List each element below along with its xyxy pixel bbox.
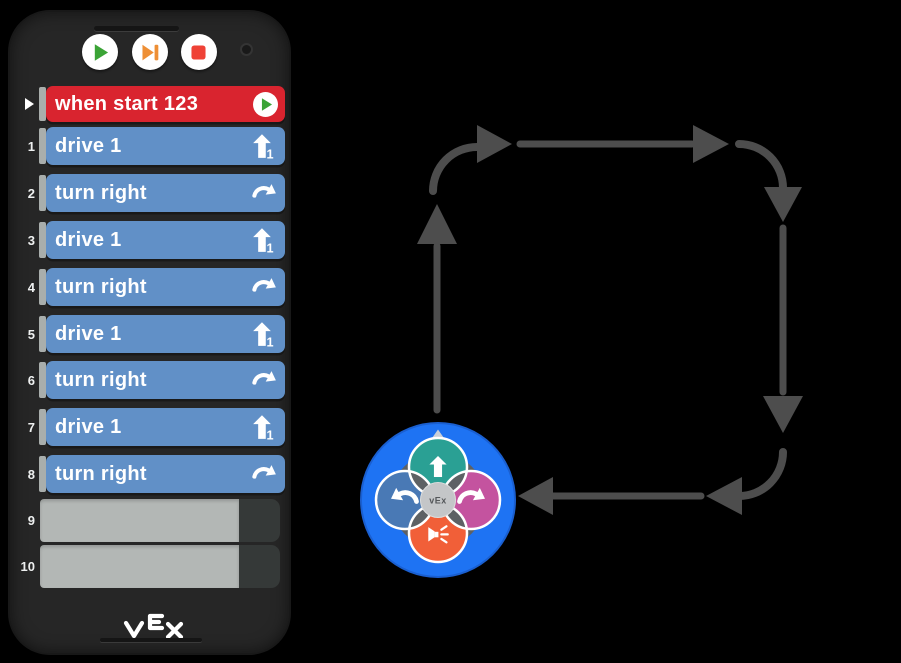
row-number: 8 — [27, 466, 35, 482]
block-label: turn right — [55, 181, 147, 204]
drive-block[interactable]: drive 1 — [46, 221, 285, 259]
status-led — [240, 43, 253, 56]
row-number: 3 — [27, 232, 35, 248]
stop-button[interactable] — [180, 34, 217, 70]
drive-block[interactable]: drive 1 — [46, 408, 285, 446]
program-row-4: 4 turn right — [10, 268, 293, 306]
block-label: drive 1 — [55, 322, 122, 345]
drive-right-arrow — [516, 125, 729, 163]
step-icon — [137, 40, 162, 65]
turn-right-block[interactable]: turn right — [46, 268, 285, 306]
current-row-indicator-icon — [25, 98, 34, 110]
row-number: 5 — [27, 326, 35, 342]
vex-logo — [123, 613, 184, 640]
row-number: 4 — [27, 279, 35, 295]
block-slot-tab — [39, 362, 46, 398]
drive-block[interactable]: drive 1 — [46, 127, 285, 165]
program-row-9: 9 — [10, 499, 293, 542]
block-slot-tab — [39, 175, 46, 211]
empty-block-slot[interactable] — [40, 545, 239, 588]
robot-vex-logo: vEx — [429, 496, 447, 506]
block-label: drive 1 — [55, 228, 122, 251]
block-slot-tab — [39, 409, 46, 445]
speaker-slot — [94, 26, 179, 31]
turn-left-arrow-bottom-right — [706, 448, 787, 515]
turn-right-icon — [251, 367, 278, 394]
block-slot-tab — [39, 128, 46, 164]
turn-right-block[interactable]: turn right — [46, 174, 285, 212]
turn-right-icon — [251, 274, 278, 301]
block-slot-tab — [39, 316, 46, 352]
turn-right-arrow-top-left — [429, 125, 512, 195]
robot-center-button[interactable] — [420, 482, 456, 518]
row-number: 9 — [27, 513, 35, 528]
block-label: drive 1 — [55, 415, 122, 438]
program-row-1: 1 drive 1 — [10, 127, 293, 165]
block-slot-tab — [39, 87, 46, 121]
row-number: 2 — [27, 185, 35, 201]
drive-down-arrow — [763, 224, 803, 433]
row-number: 10 — [20, 559, 35, 574]
when-start-block[interactable]: when start 123 — [46, 86, 285, 122]
block-label: drive 1 — [55, 134, 122, 157]
vex-123-robot[interactable]: vEx — [360, 422, 516, 578]
turn-right-icon — [251, 180, 278, 207]
turn-down-arrow-top-right — [735, 140, 802, 222]
program-row-6: 6 turn right — [10, 361, 293, 399]
row-number: 7 — [27, 419, 35, 435]
program-row-3: 3 drive 1 — [10, 221, 293, 259]
speaker-slot — [100, 638, 202, 642]
program-row-8: 8 turn right — [10, 455, 293, 493]
play-icon — [87, 40, 112, 65]
block-label: when start 123 — [55, 92, 199, 115]
block-label: turn right — [55, 275, 147, 298]
program-row-10: 10 — [10, 545, 293, 588]
drive-left-arrow — [518, 477, 705, 515]
block-label: turn right — [55, 462, 147, 485]
step-button[interactable] — [131, 34, 168, 70]
turn-right-block[interactable]: turn right — [46, 455, 285, 493]
drive-1-icon — [251, 133, 278, 160]
robot-path — [417, 125, 803, 515]
block-slot-tab — [39, 456, 46, 492]
drive-block[interactable]: drive 1 — [46, 315, 285, 353]
drive-1-icon — [251, 414, 278, 441]
block-slot-tab — [39, 222, 46, 258]
drive-up-arrow — [417, 204, 457, 414]
program-row-2: 2 turn right — [10, 174, 293, 212]
play-circle-icon — [253, 91, 278, 117]
empty-block-slot[interactable] — [40, 499, 239, 542]
vex-coder-device: when start 123 1 drive 1 2 turn right 3 … — [8, 10, 291, 655]
empty-slot-recess — [239, 545, 280, 588]
stop-icon — [186, 40, 211, 65]
turn-right-block[interactable]: turn right — [46, 361, 285, 399]
block-slot-tab — [39, 269, 46, 305]
turn-right-icon — [251, 461, 278, 488]
drive-1-icon — [251, 321, 278, 348]
start-button[interactable] — [81, 34, 118, 70]
row-number: 6 — [27, 372, 35, 388]
drive-1-icon — [251, 227, 278, 254]
program-row-5: 5 drive 1 — [10, 315, 293, 353]
program-header-row: when start 123 — [10, 86, 293, 122]
program-row-7: 7 drive 1 — [10, 408, 293, 446]
row-number: 1 — [27, 138, 35, 154]
empty-slot-recess — [239, 499, 280, 542]
block-label: turn right — [55, 368, 147, 391]
